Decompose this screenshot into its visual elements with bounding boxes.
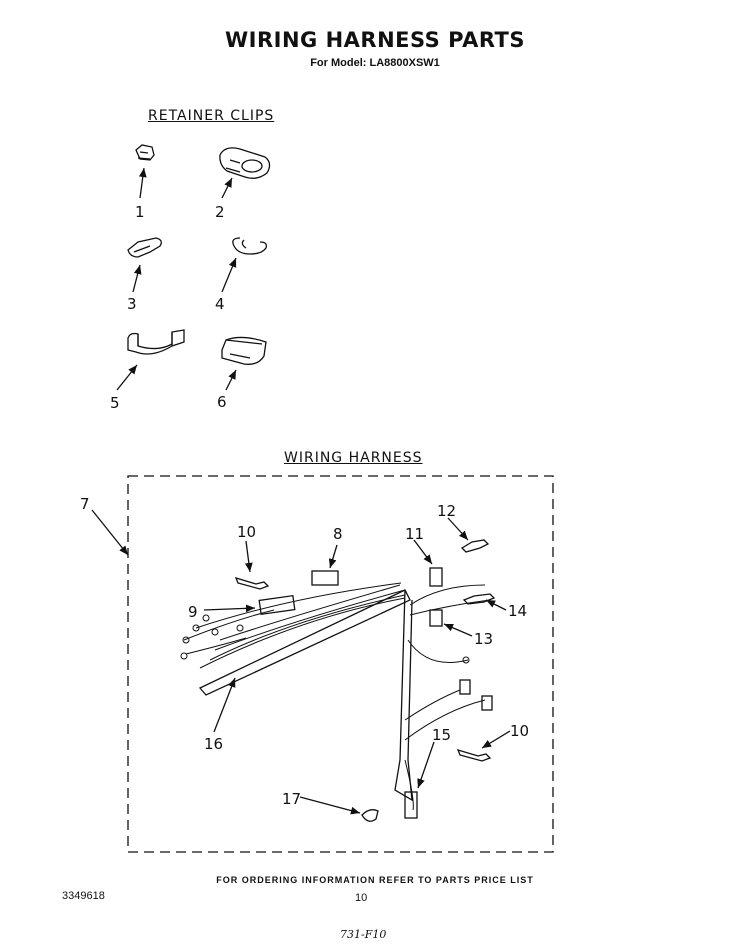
document-number: 3349618 [62,890,105,902]
terminal-10a [234,576,270,590]
callout-10: 10 [237,523,257,541]
callout-11: 11 [405,525,425,543]
retainer-clips-heading: RETAINER CLIPS [148,108,275,124]
callout-5: 5 [110,394,120,412]
callout-16: 16 [204,735,224,753]
callout-12: 12 [437,502,457,520]
connector-11 [429,567,443,587]
connector-8 [311,570,339,586]
handwritten-note: 731-F10 [340,928,387,941]
harness-boundary [127,475,554,853]
callout-8: 8 [333,525,343,543]
ordering-note: FOR ORDERING INFORMATION REFER TO PARTS … [216,875,534,885]
callout-1: 1 [135,203,145,221]
terminal-10b [456,748,492,762]
model-subtitle: For Model: LA8800XSW1 [310,57,440,69]
terminal-14 [462,593,496,605]
callout-6: 6 [217,393,227,411]
callout-4: 4 [215,295,225,313]
callout-2: 2 [215,203,225,221]
clip-2-drawing [219,147,271,199]
page-title: WIRING HARNESS PARTS [224,28,525,52]
clip-3-drawing [127,237,162,293]
callout-10b: 10 [510,722,530,740]
connector-13 [429,609,443,627]
callout-3: 3 [127,295,137,313]
connector-15 [404,791,418,819]
clip-6-drawing [221,336,267,391]
connector-9 [258,594,296,616]
clip-5-drawing [116,329,185,391]
harness-trunk [198,589,413,802]
terminal-12 [460,539,490,553]
clip-1-drawing [135,144,155,199]
callout-9: 9 [188,603,198,621]
callout-13: 13 [474,630,494,648]
connector-17 [361,809,379,822]
callout-15: 15 [432,726,452,744]
callout-7: 7 [80,495,90,513]
page-number: 10 [355,892,368,904]
clip-4-drawing [221,237,268,293]
callout-14: 14 [508,602,528,620]
callout-17: 17 [282,790,302,808]
wiring-harness-heading: WIRING HARNESS [284,450,423,466]
